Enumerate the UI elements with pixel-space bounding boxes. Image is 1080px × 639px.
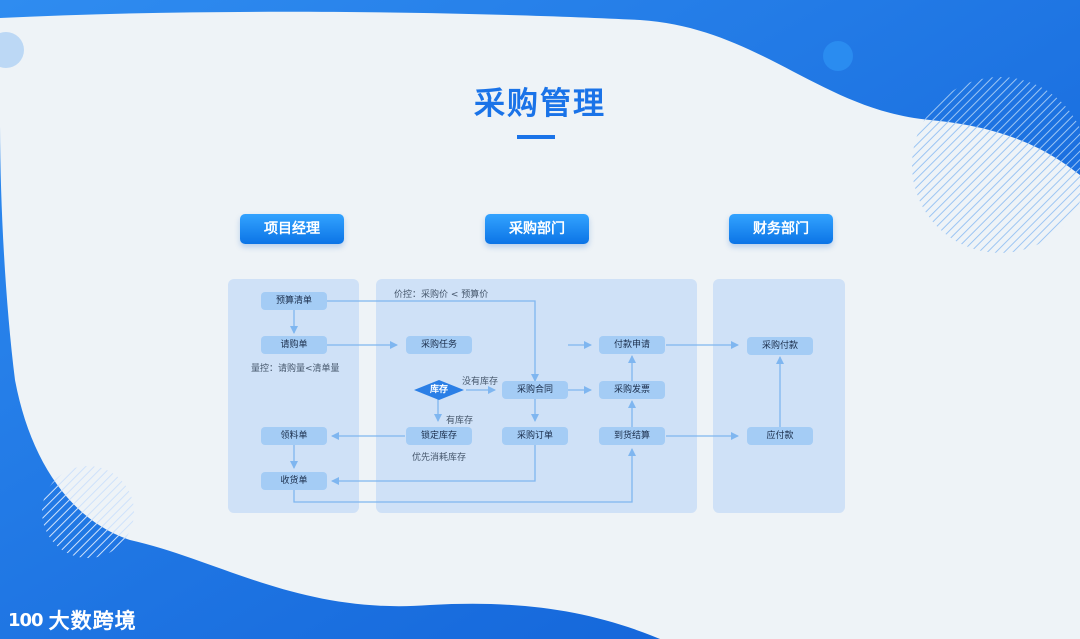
node-payment-request: 付款申请 bbox=[599, 336, 665, 354]
dept-purchasing: 采购部门 bbox=[485, 214, 589, 244]
note-quantity-control: 量控：请购量<清单量 bbox=[251, 364, 340, 374]
node-purchase-invoice: 采购发票 bbox=[599, 381, 665, 399]
brand-logo: 100 大数跨境 bbox=[8, 605, 137, 635]
note-no-inventory: 没有库存 bbox=[462, 377, 499, 387]
arrow-receipt-to-settlement bbox=[293, 448, 636, 503]
node-lock-inventory: 锁定库存 bbox=[406, 427, 472, 445]
node-purchase-payment: 采购付款 bbox=[747, 337, 813, 355]
node-inventory: 库存 bbox=[429, 385, 448, 395]
dept-project-manager: 项目经理 bbox=[240, 214, 344, 244]
node-payable: 应付款 bbox=[747, 427, 813, 445]
note-price-control: 价控：采购价 < 预算价 bbox=[394, 290, 489, 300]
arrow-order-to-receipt bbox=[331, 445, 536, 485]
node-receipt: 收货单 bbox=[261, 472, 327, 490]
note-consume-first: 优先消耗库存 bbox=[412, 453, 467, 463]
node-purchase-task: 采购任务 bbox=[406, 336, 472, 354]
logo-text: 大数跨境 bbox=[48, 609, 137, 633]
node-budget-list: 预算清单 bbox=[261, 292, 327, 310]
dept-finance: 财务部门 bbox=[729, 214, 833, 244]
node-purchase-contract: 采购合同 bbox=[502, 381, 568, 399]
logo-mark-icon: 100 bbox=[8, 609, 44, 631]
title-underline bbox=[517, 135, 555, 139]
node-arrival-settlement: 到货结算 bbox=[599, 427, 665, 445]
node-requisition: 请购单 bbox=[261, 336, 327, 354]
node-purchase-order: 采购订单 bbox=[502, 427, 568, 445]
node-material-requisition: 领料单 bbox=[261, 427, 327, 445]
inventory-diamond bbox=[414, 380, 464, 400]
note-has-inventory: 有库存 bbox=[446, 416, 474, 426]
page-title: 采购管理 bbox=[474, 86, 606, 122]
arrow-budget-to-contract bbox=[327, 300, 539, 382]
lane-finance bbox=[713, 279, 845, 513]
